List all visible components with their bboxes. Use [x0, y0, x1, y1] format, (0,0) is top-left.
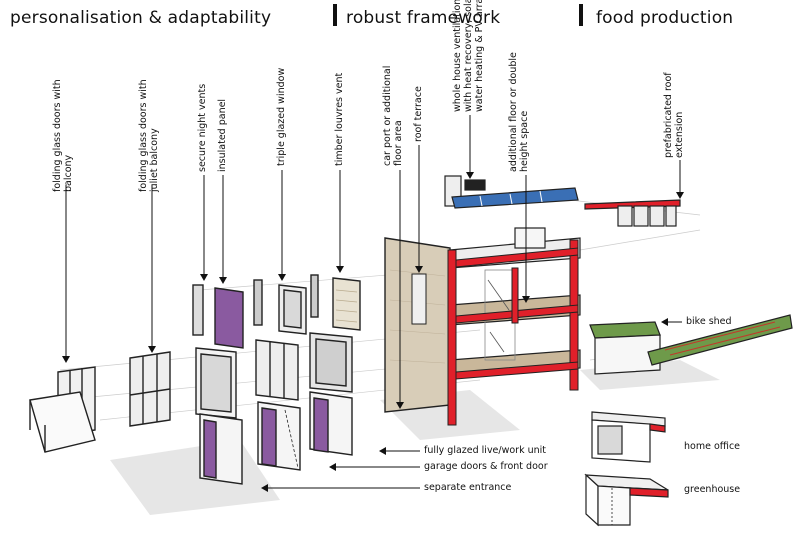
- label-car-port: car port or additional floor area: [382, 65, 404, 166]
- label-folding-doors-juliet: folding glass doors with juliet balcony: [138, 79, 160, 192]
- heading-divider: [579, 4, 583, 26]
- bike-shed: [589, 314, 793, 375]
- label-garage-doors: garage doors & front door: [424, 461, 548, 472]
- heading-personalisation: personalisation & adaptability: [10, 8, 272, 28]
- label-live-work-unit: fully glazed live/work unit: [424, 445, 547, 456]
- label-timber-louvres-vent: timber louvres vent: [334, 72, 345, 166]
- prefabricated-roof-extension: [584, 199, 681, 227]
- label-insulated-panel: insulated panel: [217, 98, 228, 172]
- label-secure-night-vents: secure night vents: [197, 83, 208, 172]
- label-bike-shed: bike shed: [686, 316, 732, 327]
- label-additional-floor: additional floor or double height space: [508, 52, 530, 172]
- label-ventilation: whole house ventilation with heat recove…: [452, 0, 485, 112]
- greenhouse-unit: [584, 473, 669, 527]
- home-office-unit: [591, 411, 666, 463]
- insulated-panel: [214, 287, 244, 349]
- label-greenhouse: greenhouse: [684, 484, 741, 495]
- label-separate-entrance: separate entrance: [424, 482, 512, 493]
- label-roof-terrace: roof terrace: [413, 86, 424, 142]
- heading-divider: [333, 4, 337, 26]
- folding-doors-juliet: [129, 351, 171, 427]
- label-triple-glazed-window: triple glazed window: [276, 67, 287, 166]
- label-folding-doors-balcony: folding glass doors with balcony: [52, 79, 74, 192]
- building-framework: [384, 175, 581, 426]
- folding-doors-balcony: [29, 366, 96, 453]
- label-roof-extension: prefabricated roof extension: [663, 72, 685, 158]
- timber-louvres-vent: [310, 274, 361, 331]
- bottom-row-doors: [199, 391, 353, 485]
- heading-food-production: food production: [596, 8, 734, 28]
- solar-pv-array: [451, 179, 579, 209]
- heading-robust-framework: robust framework: [346, 8, 501, 28]
- secure-night-vent: [192, 284, 204, 336]
- triple-glazed-window: [253, 279, 307, 335]
- middle-row-windows: [195, 332, 353, 419]
- label-home-office: home office: [684, 441, 741, 452]
- leader-lines: [62, 115, 684, 409]
- leader-lines-horizontal: [261, 318, 682, 492]
